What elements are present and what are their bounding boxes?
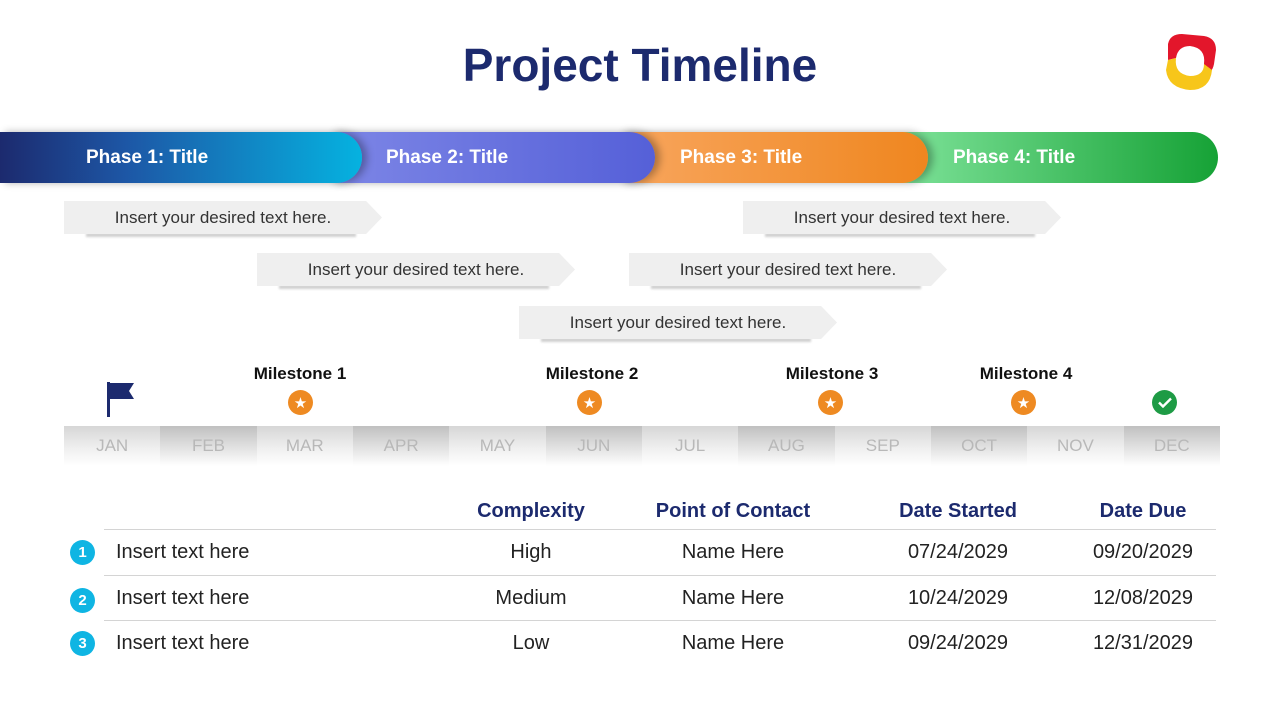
callout-shadow xyxy=(541,338,811,342)
month-jul: JUL xyxy=(641,426,739,466)
brand-logo xyxy=(1166,34,1216,90)
month-aug: AUG xyxy=(738,426,835,466)
row-3-complexity: Low xyxy=(512,632,550,654)
callout-1: Insert your desired text here. xyxy=(64,201,382,234)
row-2-task: Insert text here xyxy=(116,587,250,609)
callout-shadow xyxy=(279,285,549,289)
month-apr: APR xyxy=(352,426,450,466)
month-oct: OCT xyxy=(930,426,1028,466)
phase-3-label: Phase 3: Title xyxy=(680,146,803,168)
star-icon: ★ xyxy=(818,390,843,415)
row-3-contact: Name Here xyxy=(681,632,785,654)
phase-2-bar: Phase 2: Title xyxy=(330,132,655,183)
milestone-2-label: Milestone 2 xyxy=(545,364,639,383)
milestone-1-label: Milestone 1 xyxy=(253,364,347,383)
month-sep: SEP xyxy=(834,426,931,466)
header-point-of-contact: Point of Contact xyxy=(655,500,811,522)
row-divider xyxy=(104,620,1216,621)
month-jan: JAN xyxy=(64,426,161,466)
row-2-complexity: Medium xyxy=(495,587,567,609)
header-date-started: Date Started xyxy=(899,500,1017,522)
star-icon: ★ xyxy=(577,390,602,415)
phase-4-bar: Phase 4: Title xyxy=(895,132,1218,183)
row-2-date-due: 12/08/2029 xyxy=(1092,587,1194,609)
row-1-task: Insert text here xyxy=(116,541,250,563)
month-strip: JAN FEB MAR APR MAY JUN JUL AUG SEP OCT … xyxy=(64,426,1220,466)
callout-5: Insert your desired text here. xyxy=(519,306,837,339)
phase-1-bar: Phase 1: Title xyxy=(0,132,362,183)
row-divider xyxy=(104,529,1216,530)
row-1-date-started: 07/24/2029 xyxy=(907,541,1009,563)
row-1-contact: Name Here xyxy=(681,541,785,563)
phase-3-bar: Phase 3: Title xyxy=(620,132,928,183)
row-3-number: 3 xyxy=(70,631,95,656)
row-3-date-started: 09/24/2029 xyxy=(907,632,1009,654)
row-1-date-due: 09/20/2029 xyxy=(1092,541,1194,563)
row-1-number: 1 xyxy=(70,540,95,565)
checkmark-icon xyxy=(1152,390,1177,415)
month-dec: DEC xyxy=(1123,426,1220,466)
month-may: MAY xyxy=(449,426,546,466)
milestone-4-label: Milestone 4 xyxy=(979,364,1073,383)
phase-1-label: Phase 1: Title xyxy=(86,146,209,168)
row-2-date-started: 10/24/2029 xyxy=(907,587,1009,609)
month-mar: MAR xyxy=(256,426,353,466)
callout-shadow xyxy=(765,233,1035,237)
phase-2-label: Phase 2: Title xyxy=(386,146,509,168)
header-date-due: Date Due xyxy=(1099,500,1187,522)
month-feb: FEB xyxy=(160,426,257,466)
star-icon: ★ xyxy=(1011,390,1036,415)
row-1-complexity: High xyxy=(510,541,552,563)
row-3-task: Insert text here xyxy=(116,632,250,654)
milestone-3-label: Milestone 3 xyxy=(785,364,879,383)
header-complexity: Complexity xyxy=(477,500,585,522)
row-2-contact: Name Here xyxy=(681,587,785,609)
phase-4-label: Phase 4: Title xyxy=(953,146,1076,168)
month-nov: NOV xyxy=(1027,426,1124,466)
row-divider xyxy=(104,575,1216,576)
callout-3: Insert your desired text here. xyxy=(257,253,575,286)
month-jun: JUN xyxy=(545,426,642,466)
callout-shadow xyxy=(651,285,921,289)
page-title: Project Timeline xyxy=(462,39,818,91)
flag-icon xyxy=(107,382,134,417)
row-3-date-due: 12/31/2029 xyxy=(1092,632,1194,654)
row-2-number: 2 xyxy=(70,588,95,613)
callout-4: Insert your desired text here. xyxy=(629,253,947,286)
callout-shadow xyxy=(86,233,356,237)
star-icon: ★ xyxy=(288,390,313,415)
callout-2: Insert your desired text here. xyxy=(743,201,1061,234)
